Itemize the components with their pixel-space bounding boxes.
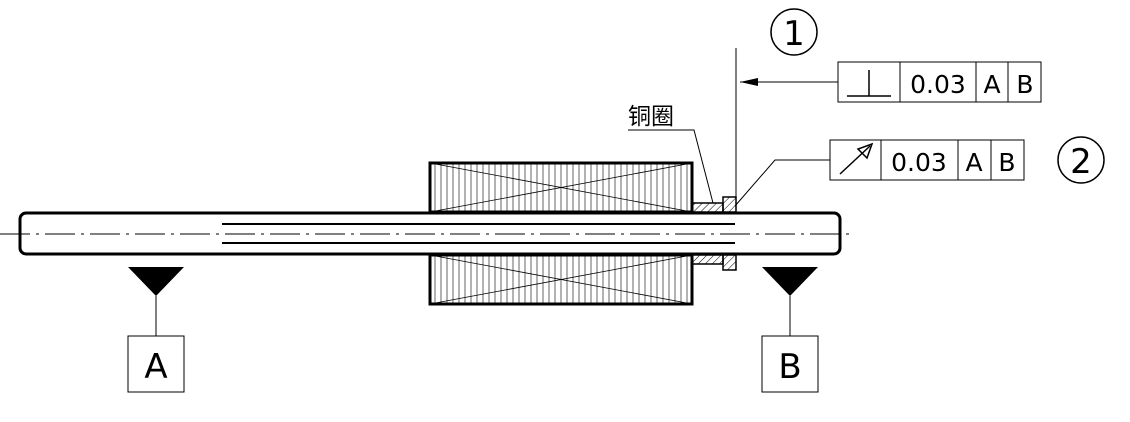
copper-ring-upper [691,196,737,213]
datum-b: B [761,267,819,393]
rotor-upper [428,161,694,214]
callout-1-number: 1 [783,14,805,54]
fcf-bottom-datum-1: A [965,148,982,177]
fcf-perpendicularity: 0.03 A B [740,61,1042,103]
runout-arrow-icon [839,142,874,175]
fcf-bottom-tolerance: 0.03 [891,148,947,177]
part-label-leader [628,129,714,204]
fcf-bottom-datum-2: B [998,148,1015,177]
callout-1-circle [770,8,818,56]
fcf-top-tolerance: 0.03 [910,70,966,99]
callout-2-number: 2 [1070,142,1092,182]
fcf-top-datum-2: B [1016,70,1033,99]
rotor-lower [428,253,694,306]
copper-ring-lower [691,254,737,271]
fcf-runout: 0.03 A B [734,139,1025,207]
fcf-top-datum-1: A [983,70,1000,99]
part-label: 铜圈 [628,104,674,130]
datum-b-letter: B [778,347,801,387]
perpendicularity-icon [847,70,891,97]
datum-a: A [127,267,185,393]
callout-2-circle [1057,136,1105,184]
datum-a-letter: A [144,347,167,387]
